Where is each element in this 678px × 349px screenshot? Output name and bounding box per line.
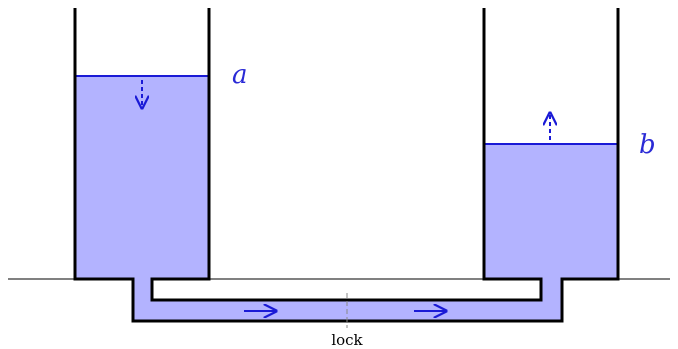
lock-label: lock bbox=[331, 331, 363, 349]
vessel-b-label: b bbox=[639, 130, 656, 160]
vessel-a-water bbox=[75, 76, 209, 279]
vessel-a-label: a bbox=[232, 60, 248, 90]
vessel-b-water bbox=[484, 144, 618, 279]
vessel-a-inner-wall bbox=[150, 8, 543, 302]
